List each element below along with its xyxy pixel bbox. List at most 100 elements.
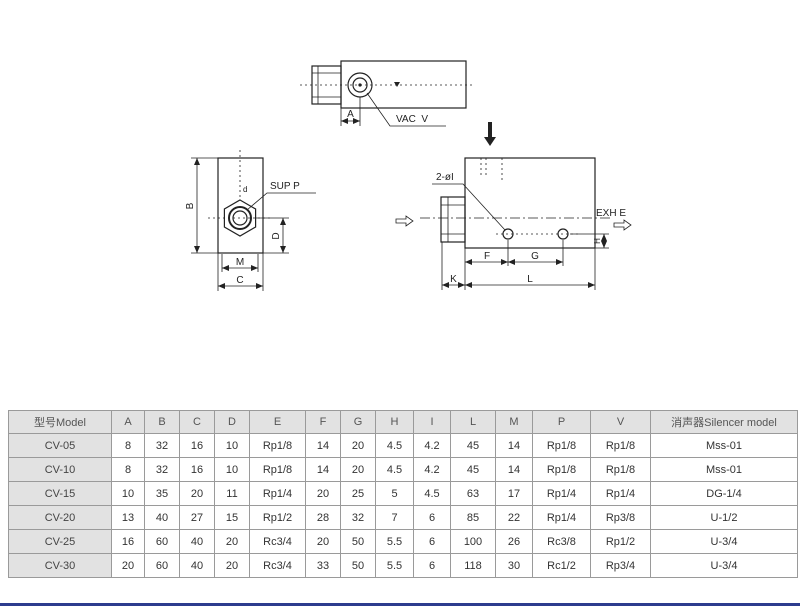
table-cell-p: Rp1/8 — [532, 457, 591, 482]
dim-l-label: L — [527, 274, 533, 285]
supply-hex-fitting — [223, 199, 257, 237]
side-view: d SUP P B D M C — [185, 150, 316, 291]
column-header-f: F — [305, 410, 341, 434]
table-cell-v: Rp1/8 — [590, 457, 651, 482]
vacuum-port-center — [358, 83, 362, 87]
table-cell-i: 4.5 — [413, 481, 451, 506]
table-cell-h: 5.5 — [375, 529, 414, 554]
top-view: VAC V A — [300, 60, 474, 127]
dim-g-label: G — [531, 251, 539, 262]
table-cell-m: 30 — [495, 553, 533, 578]
dim-d-label: D — [271, 232, 282, 239]
column-header-v: V — [590, 410, 651, 434]
table-cell-c: 40 — [179, 529, 215, 554]
table-cell-b: 40 — [144, 505, 180, 530]
port-diameter-label: d — [243, 185, 247, 194]
model-cell: CV-25 — [8, 529, 112, 554]
table-cell-c: 40 — [179, 553, 215, 578]
table-cell-p: Rp1/4 — [532, 481, 591, 506]
table-cell-a: 10 — [111, 481, 145, 506]
table-cell-i: 6 — [413, 529, 451, 554]
table-cell-l: 63 — [450, 481, 496, 506]
model-cell: CV-10 — [8, 457, 112, 482]
table-cell-e: Rp1/4 — [249, 481, 306, 506]
table-cell-b: 35 — [144, 481, 180, 506]
table-cell-p: Rc3/8 — [532, 529, 591, 554]
table-cell-i: 4.2 — [413, 457, 451, 482]
exhaust-port-label: EXH E — [596, 208, 626, 219]
column-header-p: P — [532, 410, 591, 434]
table-cell-silencer-model: Mss-01 — [650, 457, 798, 482]
table-cell-p: Rc1/2 — [532, 553, 591, 578]
technical-drawing: VAC V A d SUP P B D — [185, 60, 632, 291]
table-cell-m: 26 — [495, 529, 533, 554]
dim-a-label: A — [347, 109, 354, 120]
table-cell-v: Rp1/8 — [590, 433, 651, 458]
mounting-holes-label: 2-øI — [436, 172, 454, 183]
dim-h-label: H — [593, 238, 602, 244]
table-cell-l: 118 — [450, 553, 496, 578]
table-cell-a: 20 — [111, 553, 145, 578]
table-cell-d: 20 — [214, 529, 250, 554]
mounting-hole-left — [502, 228, 514, 240]
table-cell-silencer-model: Mss-01 — [650, 433, 798, 458]
front-view: 2-øI EXH E H F G K L — [395, 122, 632, 290]
dim-b-label: B — [185, 202, 196, 209]
table-cell-m: 22 — [495, 505, 533, 530]
table-cell-m: 17 — [495, 481, 533, 506]
table-cell-h: 5 — [375, 481, 414, 506]
table-cell-c: 27 — [179, 505, 215, 530]
mounting-hole-right — [557, 228, 569, 240]
table-cell-v: Rp3/4 — [590, 553, 651, 578]
table-cell-c: 16 — [179, 457, 215, 482]
table-cell-e: Rc3/4 — [249, 553, 306, 578]
table-cell-a: 8 — [111, 457, 145, 482]
table-cell-silencer-model: U-1/2 — [650, 505, 798, 530]
dim-f-label: F — [484, 251, 490, 262]
table-cell-f: 14 — [305, 457, 341, 482]
top-view-body — [340, 60, 467, 109]
table-cell-p: Rp1/4 — [532, 505, 591, 530]
column-header-g: G — [340, 410, 376, 434]
table-cell-g: 32 — [340, 505, 376, 530]
table-cell-g: 50 — [340, 529, 376, 554]
table-cell-b: 32 — [144, 457, 180, 482]
supply-port-outer — [228, 206, 252, 230]
table-cell-g: 20 — [340, 457, 376, 482]
table-cell-f: 20 — [305, 529, 341, 554]
table-cell-v: Rp3/8 — [590, 505, 651, 530]
table-cell-i: 6 — [413, 553, 451, 578]
table-cell-d: 10 — [214, 433, 250, 458]
table-cell-l: 100 — [450, 529, 496, 554]
table-cell-d: 11 — [214, 481, 250, 506]
table-cell-e: Rp1/8 — [249, 457, 306, 482]
column-header-m: M — [495, 410, 533, 434]
holes-leader-line — [432, 183, 506, 231]
front-view-fitting — [440, 196, 466, 243]
table-cell-l: 45 — [450, 433, 496, 458]
table-cell-d: 20 — [214, 553, 250, 578]
column-header-i: I — [413, 410, 451, 434]
table-cell-l: 45 — [450, 457, 496, 482]
table-cell-e: Rc3/4 — [249, 529, 306, 554]
table-cell-f: 28 — [305, 505, 341, 530]
vac-leader-line — [366, 92, 446, 127]
column-header-e: E — [249, 410, 306, 434]
table-cell-i: 6 — [413, 505, 451, 530]
table-cell-i: 4.2 — [413, 433, 451, 458]
table-cell-silencer-model: U-3/4 — [650, 529, 798, 554]
table-cell-e: Rp1/2 — [249, 505, 306, 530]
table-cell-f: 33 — [305, 553, 341, 578]
table-cell-m: 14 — [495, 433, 533, 458]
table-cell-b: 60 — [144, 553, 180, 578]
table-cell-a: 16 — [111, 529, 145, 554]
